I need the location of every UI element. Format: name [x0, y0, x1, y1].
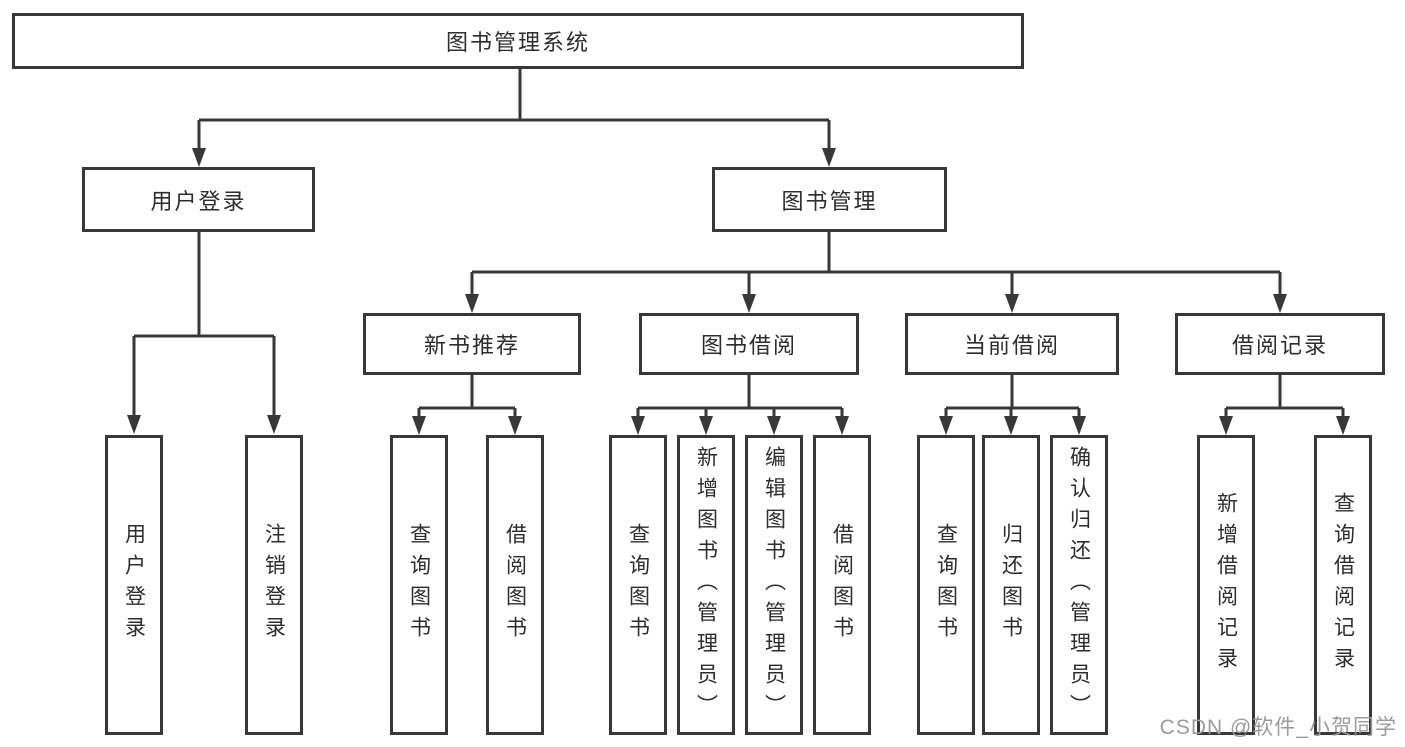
node-label: 当前借阅	[963, 333, 1060, 358]
node-current-borrow: 当前借阅	[905, 313, 1119, 375]
csdn-watermark: CSDN @软件_小贺同学	[1159, 716, 1397, 739]
node-label: 图书管理	[781, 188, 878, 214]
node-label: 新增图书（管理员）	[694, 445, 718, 725]
leaf-borrow-books-recommend: 借阅图书	[486, 435, 544, 735]
node-user-login-branch: 用户登录	[82, 167, 315, 232]
leaf-add-books-admin: 新增图书（管理员）	[677, 435, 735, 735]
node-label: 借阅图书	[830, 523, 854, 647]
connector-borrow-records-branch	[1219, 375, 1350, 435]
leaf-add-borrow-record: 新增借阅记录	[1197, 435, 1255, 735]
node-label: 新书推荐	[423, 333, 520, 358]
node-label: 借阅图书	[503, 523, 527, 647]
connector-new-book-recommend-branch	[412, 375, 522, 435]
node-label: 借阅记录	[1231, 333, 1328, 358]
leaf-query-books-borrow: 查询图书	[609, 435, 667, 735]
node-label: 新增借阅记录	[1214, 492, 1238, 678]
connector-root-to-level2	[192, 69, 836, 167]
node-label: 注销登录	[262, 523, 286, 647]
connector-book-borrow-branch	[631, 375, 849, 435]
leaf-query-books-current: 查询图书	[917, 435, 975, 735]
node-label: 查询图书	[407, 523, 431, 647]
node-book-borrow: 图书借阅	[639, 313, 859, 375]
node-label: 查询图书	[626, 523, 650, 647]
node-label: 查询借阅记录	[1331, 492, 1355, 678]
connector-user-login-branch	[127, 232, 281, 434]
node-library-management-system: 图书管理系统	[12, 13, 1024, 69]
leaf-return-books: 归还图书	[982, 435, 1040, 735]
node-label: 查询图书	[934, 523, 958, 647]
leaf-edit-books-admin: 编辑图书（管理员）	[745, 435, 803, 735]
node-borrow-records: 借阅记录	[1175, 313, 1385, 375]
leaf-confirm-return-admin: 确认归还（管理员）	[1050, 435, 1108, 735]
leaf-query-books-recommend: 查询图书	[390, 435, 448, 735]
leaf-query-borrow-record: 查询借阅记录	[1314, 435, 1372, 735]
connector-book-management-to-level3	[465, 232, 1287, 313]
node-label: 编辑图书（管理员）	[762, 445, 786, 725]
node-label: 用户登录	[150, 188, 247, 214]
leaf-borrow-books: 借阅图书	[813, 435, 871, 735]
node-label: 用户登录	[122, 523, 146, 647]
node-label: 归还图书	[999, 523, 1023, 647]
connector-current-borrow-branch	[939, 375, 1086, 435]
node-label: 图书借阅	[700, 333, 797, 358]
node-book-management: 图书管理	[712, 167, 947, 232]
node-label: 确认归还（管理员）	[1067, 445, 1091, 725]
node-new-book-recommend: 新书推荐	[363, 313, 581, 375]
node-label: 图书管理系统	[445, 30, 590, 55]
leaf-logout: 注销登录	[245, 435, 303, 735]
leaf-user-login: 用户登录	[105, 435, 163, 735]
